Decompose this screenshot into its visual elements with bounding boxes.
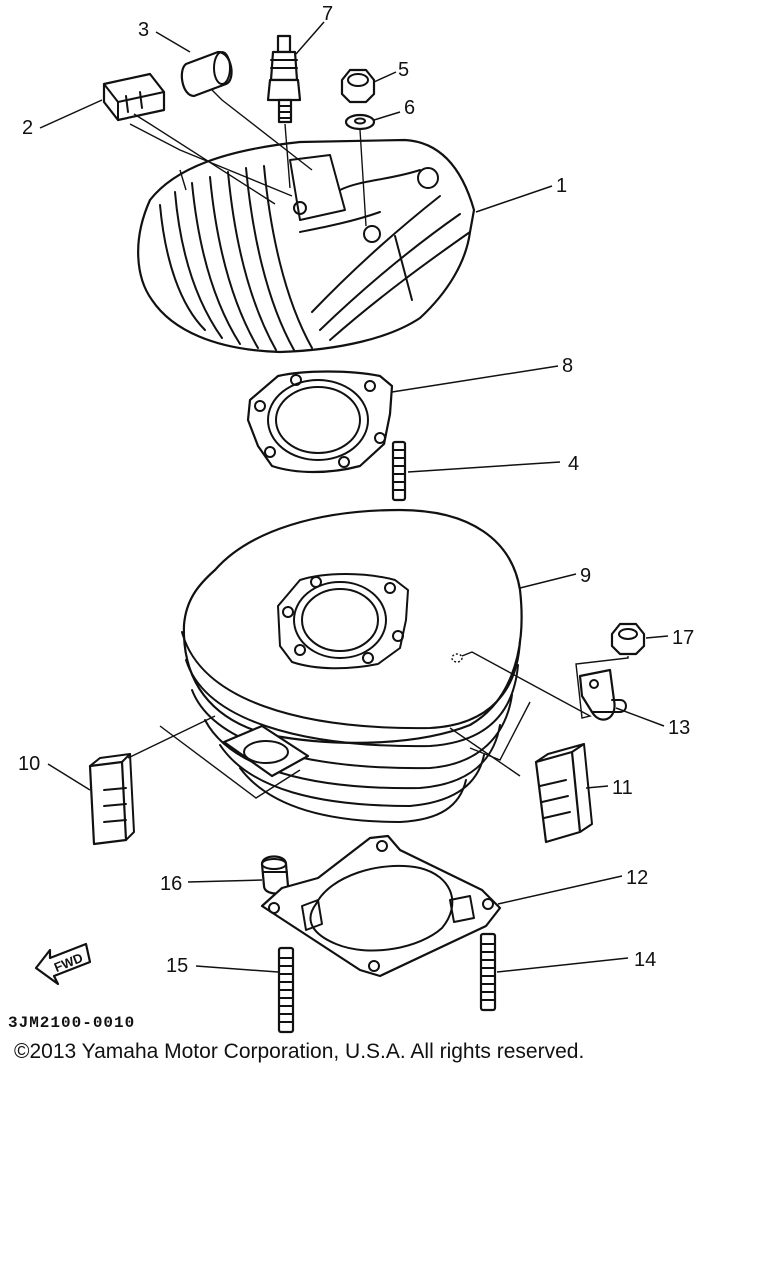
nut-17: [610, 622, 646, 656]
assembly-lines-head: [129, 89, 367, 227]
clamp-13: [578, 668, 627, 721]
callout-4: 4: [568, 453, 579, 475]
exploded-parts-diagram: FWD 1 2 3 4 5 6 7 8 9 10 11 12 13 14: [18, 3, 694, 1034]
plug-cap: [180, 50, 233, 98]
callout-10: 10: [18, 753, 40, 775]
callout-2: 2: [22, 117, 33, 139]
callout-14: 14: [634, 949, 656, 971]
assembly-lines-clamp: [461, 651, 629, 719]
diagram-code: 3JM2100-0010: [8, 1014, 136, 1032]
damper-right: [534, 743, 593, 844]
nut-5: [340, 68, 376, 104]
callout-13: 13: [668, 717, 690, 739]
callout-6: 6: [404, 97, 415, 119]
callout-11: 11: [612, 777, 633, 799]
stud-bolt-15: [277, 946, 295, 1034]
callout-1: 1: [556, 175, 567, 197]
stud-bolt-14: [479, 932, 497, 1012]
damper-left: [88, 753, 135, 846]
callout-9: 9: [580, 565, 591, 587]
callout-7: 7: [322, 3, 333, 25]
callout-16: 16: [160, 873, 182, 895]
cylinder: [181, 508, 523, 823]
callout-numbers: 1 2 3 4 5 6 7 8 9 10 11 12 13 14 15 16 1…: [18, 3, 694, 977]
callout-leaders: [39, 21, 669, 973]
damper-top: [102, 72, 166, 122]
washer-6: [344, 113, 376, 131]
callout-17: 17: [672, 627, 694, 649]
callout-5: 5: [398, 59, 409, 81]
cylinder-head: [137, 138, 476, 354]
copyright-notice: ©2013 Yamaha Motor Corporation, U.S.A. A…: [14, 1040, 585, 1063]
stud-bolt-4: [391, 440, 407, 502]
assembly-lines-dampers: [127, 701, 531, 799]
base-gasket: [260, 834, 502, 978]
forward-arrow-icon: FWD: [34, 942, 92, 986]
callout-3: 3: [138, 19, 149, 41]
callout-12: 12: [626, 867, 648, 889]
head-gasket: [246, 370, 394, 474]
callout-8: 8: [562, 355, 573, 377]
callout-15: 15: [166, 955, 188, 977]
spark-plug: [266, 34, 302, 124]
